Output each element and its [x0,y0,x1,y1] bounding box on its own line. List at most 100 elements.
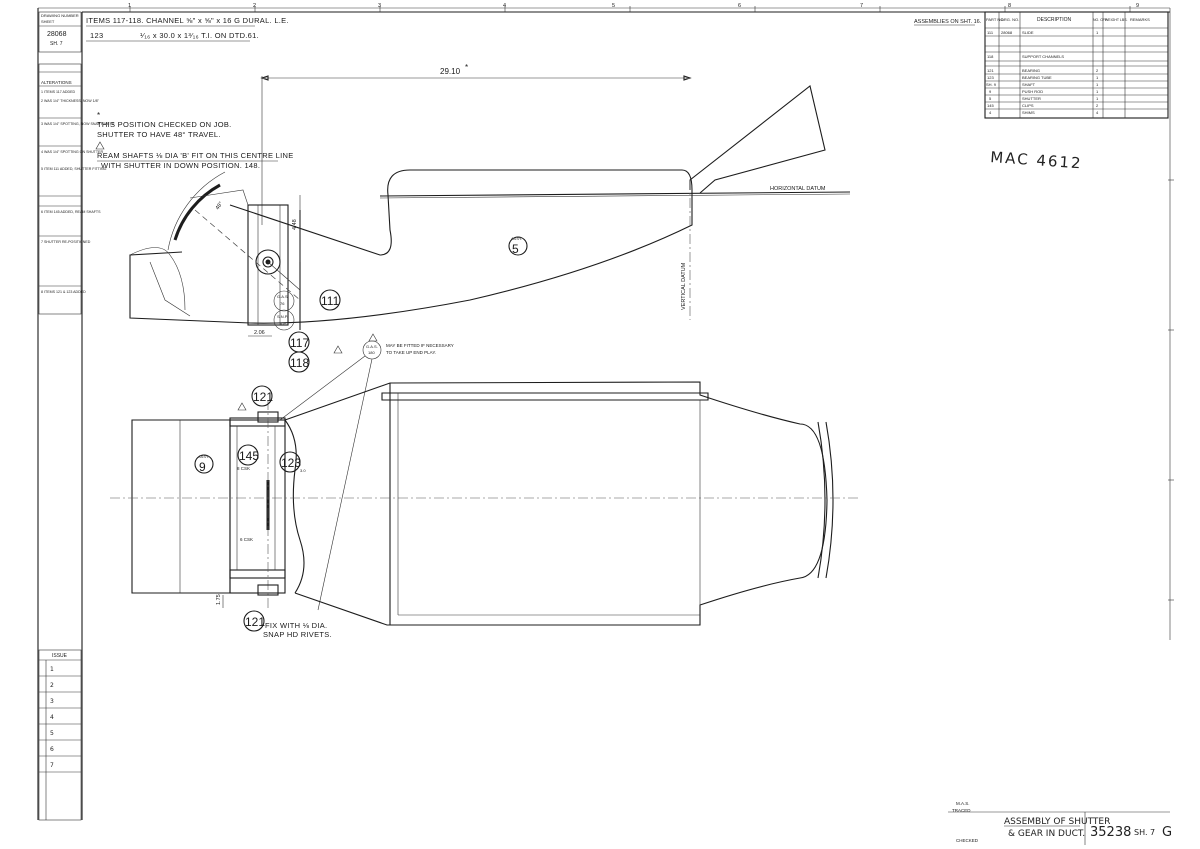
issue-3: 3 [50,698,54,705]
svg-text:BEARING: BEARING [1022,68,1040,73]
drawing-number-label: DRAWING NUMBER [41,13,79,18]
drawing-sheet: SH. 7 [1134,828,1155,837]
items-line-2: ¹⁄₁₆ x 30.0 x 1³⁄₁₆ T.I. ON DTD.61. [140,31,259,40]
item-111-label: 111 [321,294,340,308]
strip-drawing-number: 28068 [47,31,67,38]
top-marker-7: 7 [860,3,863,9]
svg-text:5: 5 [989,96,992,101]
top-marker-6: 6 [738,3,741,9]
note-shims-2: TO TAKE UP END PLAY. [386,350,436,355]
top-marker-5: 5 [612,3,615,9]
item-111-bubble [319,289,341,311]
horizontal-datum-label: HORIZONTAL DATUM [770,186,826,192]
svg-text:145: 145 [987,103,994,108]
item-118-bubble [288,351,310,373]
svg-text:2: 2 [1096,103,1099,108]
gas-label-2: 76 [280,301,285,306]
star-mark-icon: * [97,111,100,120]
table-row: SH. 9 SHAFT 1 [986,82,1099,87]
dimension-height: 4.48 [292,219,298,230]
top-marker-2: 2 [253,3,256,9]
svg-text:1: 1 [1096,82,1099,87]
svg-text:9: 9 [989,89,992,94]
item-145-bubble [237,444,259,466]
svg-text:111: 111 [987,30,994,35]
svg-text:SLIDE: SLIDE [1022,30,1034,35]
title-small-1: M.A.S. [956,801,970,806]
table-row: 9 PUSH ROD 1 [989,89,1099,94]
svg-text:SUPPORT CHANNELS: SUPPORT CHANNELS [1022,54,1064,59]
svg-text:2: 2 [1096,68,1099,73]
item-121-top-bubble [251,385,273,407]
alteration-2: 2 WAS 1/4" THICKNESS, NOW 1/8" [41,99,100,103]
svg-text:1: 1 [1096,89,1099,94]
parts-table: PART NO. DRG. NO. DESCRIPTION NO. OFF WE… [984,11,1169,119]
alteration-3: 3 WAS 1/4" SPOTTING, NOW SNAP RIVETS [41,122,115,126]
alterations-title: ALTERATIONS [41,80,72,85]
revision-triangle-icon [95,141,105,150]
table-row: 111 28068 SLIDE 1 [987,30,1099,35]
duct-plan-view: ASSY. 9 121 145 123 3.0 8 CSK 6 CSK [110,381,860,639]
gas-label-1: G.A.S. [277,294,289,299]
note-rivets-2: SNAP HD RIVETS. [263,630,332,639]
item-145-label: 145 [239,449,259,463]
alteration-1: 1 ITEMS 117 ADDED [41,90,75,94]
top-marker-1: 1 [128,3,131,9]
drawing-number: 35238 [1090,825,1131,840]
item-123-bubble [279,451,301,473]
alteration-4: 4 WAS 1/4" SPOTTING ON SHUTTER [41,150,103,154]
assembly-9-prefix: ASSY. [198,454,209,459]
svg-text:SH. 9: SH. 9 [986,82,997,87]
svg-text:4: 4 [989,110,992,115]
note-rivets-1: FIX WITH ⅛ DIA. [265,621,327,630]
alteration-5: 5 ITEM 111 ADDED, SHUTTER FITTING [41,167,107,171]
sheet-label: SHEET [41,19,55,24]
svg-text:1: 1 [1096,96,1099,101]
top-marker-4: 4 [503,3,506,9]
handwritten-mac-number: MAC 4612 [990,148,1083,172]
dimension-vert-small: 1.75 [216,594,222,605]
header-notes: ITEMS 117-118. CHANNEL ⅝" x ⅝" x 16 G DU… [86,16,982,42]
note-shims-1: MAY BE FITTED IF NECESSARY [386,343,454,348]
col-part-no: PART NO. [986,17,1004,22]
dimension-angle: 48° [215,201,225,211]
table-row: 121 BEARING 2 [987,68,1099,73]
note-shutter-travel: SHUTTER TO HAVE 48° TRAVEL. [97,130,221,139]
item-121-top-label: 121 [253,390,273,404]
csk-top-label: 8 CSK [237,466,250,471]
strip-sheet: SH. 7 [50,41,63,47]
issue-1: 1 [50,666,54,673]
issue-title: ISSUE [52,653,68,659]
item-121-bottom-label: 121 [245,615,265,629]
col-weight: WEIGHT LBS. [1105,18,1128,22]
note-ream-shafts-2: WITH SHUTTER IN DOWN POSITION. 148. [101,161,260,170]
issue-4: 4 [50,714,54,721]
col-no-off: NO. OFF [1093,18,1107,22]
snp-label-2: 6.P. [280,321,287,326]
svg-text:1: 1 [1096,30,1099,35]
assembly-9-bubble [194,454,214,474]
assembly-5-prefix: ASSY. [511,236,522,241]
dimension-overall: 29.10 [440,67,461,76]
top-marker-3: 3 [378,3,381,9]
svg-text:BEARING TUBE: BEARING TUBE [1022,75,1052,80]
issue-5: 5 [50,730,54,737]
svg-text:PUSH ROD: PUSH ROD [1022,89,1043,94]
table-row: 5 SHUTTER 1 [989,96,1099,101]
gas2-label-1: G.A.S. [366,344,378,349]
drawing-notes: * THIS POSITION CHECKED ON JOB. SHUTTER … [95,111,293,170]
top-marker-9: 9 [1136,3,1139,9]
alteration-7: 7 SHUTTER RE-POSITIONED [41,240,91,244]
issue-2: 2 [50,682,54,689]
shutter-side-view: 29.10 * HORIZONTAL DATUM VERTICAL DATUM … [129,63,851,611]
left-strip: DRAWING NUMBER SHEET 28068 SH. 7 ALTERAT… [38,11,115,821]
table-row: 123 BEARING TUBE 1 [987,75,1099,80]
svg-text:118: 118 [987,54,994,59]
svg-text:28068: 28068 [1001,30,1013,35]
item-121-bottom-bubble [243,610,265,632]
csk-bot-label: 6 CSK [240,537,253,542]
svg-text:SHIMS: SHIMS [1022,110,1035,115]
table-row: 145 CLIPS 2 [987,103,1099,108]
svg-text:4: 4 [1096,110,1099,115]
